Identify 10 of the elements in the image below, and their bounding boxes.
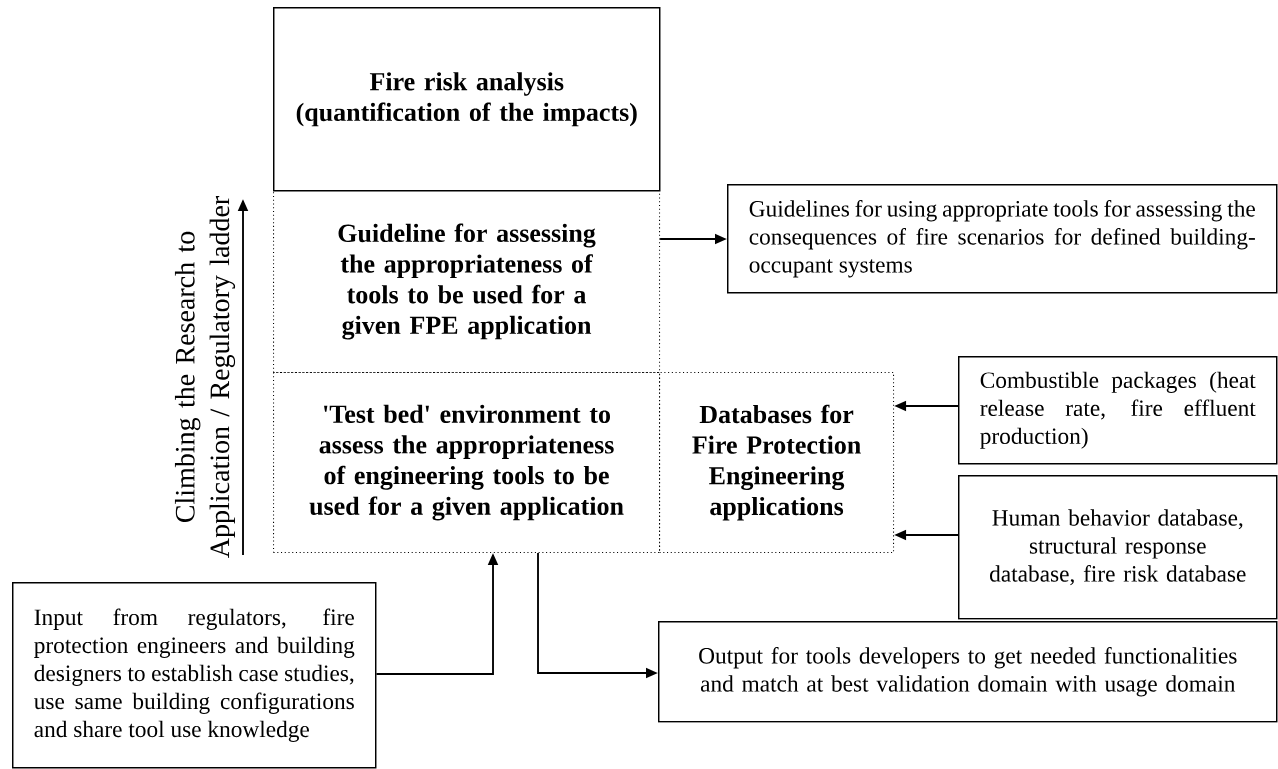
process-box: Guideline for assessing the appropriateness of tools to be used for a given FPE application [273,190,661,374]
note-box: Human behavior database, structural response database, fire risk database [958,475,1278,620]
note-box: Input from regulators, fire protection engineers and building designers to establish case studies, use same building configurations and share tool use knowledge [12,582,377,769]
note-box: Output for tools developers to get needed functionalities and match at best validation domain with usage domain [658,621,1278,723]
note-box: Combustible packages (heat release rate, fire effluent production) [958,356,1278,465]
note-box: Guidelines for using appropriate tools for assessing the consequences of fire scenarios for defined building-occupant systems [727,184,1278,294]
process-box: Fire risk analysis (quantification of the impacts) [273,7,661,192]
process-box: Databases for Fire Protection Engineering applications [659,372,895,554]
process-box: 'Test bed' environment to assess the appropriateness of engineering tools to be used for a given application [273,372,661,554]
axis-label: Climbing the Research to Application / Regulatory ladder [174,196,236,558]
